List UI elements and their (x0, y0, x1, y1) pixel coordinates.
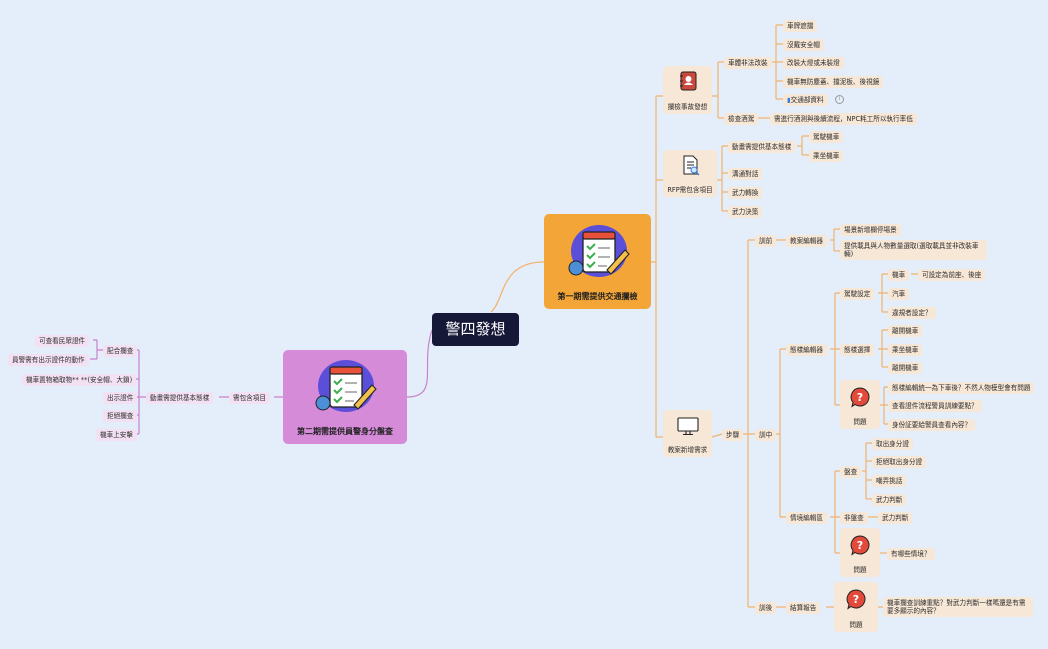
monitor-icon (663, 415, 712, 437)
scenario-editor-label[interactable]: 情境編輯區 (786, 512, 827, 525)
pre-label[interactable]: 訓前 (755, 235, 777, 248)
question-card[interactable]: ? 問題 (834, 582, 878, 632)
phase2-hub[interactable]: 第二期需提供員警身分盤查 (283, 350, 407, 444)
rfp-label: RFP需包含項目 (667, 185, 713, 194)
phase2-item[interactable]: 拒絕攔查 (103, 410, 138, 423)
transport-data-label: 交通部資料 (790, 96, 824, 104)
question-item[interactable]: 有哪些情境？ (887, 548, 935, 561)
mid-label[interactable]: 訓中 (755, 429, 777, 442)
phase1-hub[interactable]: 第一期需提供交通攔檢 (544, 214, 651, 309)
illegal-mod-label[interactable]: 車體非法改裝 (724, 57, 772, 70)
rfp-card[interactable]: RFP需包含項目 (663, 150, 717, 197)
document-search-icon (663, 154, 717, 176)
question-card[interactable]: ? 問題 (840, 528, 880, 577)
noinspect-label[interactable]: 非盤查 (840, 512, 868, 525)
phase2-title: 第二期需提供員警身分盤查 (297, 427, 393, 436)
post-label[interactable]: 訓後 (755, 602, 777, 615)
accident-item[interactable]: 改裝大燈或未裝燈 (783, 57, 844, 70)
rfp-item[interactable]: 武力決策 (728, 206, 763, 219)
info-icon[interactable]: i (832, 95, 844, 104)
rfp-dyn-item[interactable]: 駕駛機車 (809, 131, 844, 144)
accident-card[interactable]: 攔檢事故發想 (663, 66, 712, 114)
question-bubble-icon: ? (834, 588, 878, 610)
inspect-item[interactable]: 拒絕取出身分證 (872, 456, 927, 469)
phase2-item[interactable]: 出示證件 (103, 392, 138, 405)
post-question-text[interactable]: 機車攔查訓練重點？對武力判斷一樣嗎還是有需要多顯示的內容？ (883, 597, 1033, 618)
inspect-item[interactable]: 武力判斷 (872, 494, 907, 507)
car-label[interactable]: 汽車 (888, 288, 910, 301)
svg-text:?: ? (857, 391, 863, 404)
address-book-icon (663, 70, 712, 92)
pre-item[interactable]: 提供載具與人物數量選取(選取載具並非改裝車輛) (840, 240, 987, 261)
settlement-report-label[interactable]: 結算報告 (786, 602, 821, 615)
phase1-title: 第一期需提供交通攔檢 (557, 292, 638, 301)
drunk-check-note[interactable]: 需進行酒測與後續流程，NPC耗工所以執行率低 (770, 113, 917, 126)
steps-label[interactable]: 步驟 (722, 429, 744, 442)
transport-data-node[interactable]: ▮交通部資料 (783, 94, 828, 107)
root-node[interactable]: 警四發想 (432, 313, 519, 346)
coop-label[interactable]: 配合攔查 (103, 345, 138, 358)
question-card[interactable]: ? 問題 (840, 380, 880, 429)
accident-item[interactable]: 車牌遮擋 (783, 20, 818, 33)
coop-item[interactable]: 員警需有出示證件的動作 (8, 354, 89, 367)
driving-setting-label[interactable]: 駕駛設定 (840, 288, 875, 301)
question-label: 問題 (853, 565, 867, 574)
question-item[interactable]: 態樣編輯統一為下車後？不然人物模型會有問題 (888, 382, 1035, 395)
teaching-label: 教案新增需求 (667, 445, 708, 454)
question-bubble-icon: ? (840, 534, 880, 556)
phase2-dyn-label[interactable]: 動畫需提供基本態樣 (146, 392, 214, 405)
phase2-item[interactable]: 機車置物箱取物** **(安全帽、大鎖) (22, 374, 137, 387)
drunk-check-label[interactable]: 檢查酒駕 (724, 113, 759, 126)
moto-label[interactable]: 機車 (888, 269, 910, 282)
question-bubble-icon: ? (840, 386, 880, 408)
rfp-dyn-label[interactable]: 動畫需提供基本態樣 (728, 141, 796, 154)
inspect-item[interactable]: 嘲弄挑話 (872, 475, 907, 488)
inspect-item[interactable]: 取出身分證 (872, 438, 913, 451)
state-select-item[interactable]: 離開機車 (888, 325, 923, 338)
inspect-label[interactable]: 盤查 (840, 466, 862, 479)
state-editor-label[interactable]: 態樣編輯器 (786, 344, 827, 357)
coop-item[interactable]: 可查看民眾證件 (35, 335, 90, 348)
state-select-label[interactable]: 態樣選擇 (840, 344, 875, 357)
phase2-item[interactable]: 機車上安擊 (96, 429, 137, 442)
question-item[interactable]: 查看證件流程警員訓練要點？ (888, 400, 982, 413)
noinspect-item[interactable]: 武力判斷 (878, 512, 913, 525)
rfp-item[interactable]: 溝通對話 (728, 168, 763, 181)
svg-text:?: ? (857, 539, 863, 552)
checklist-pencil-icon (544, 220, 651, 287)
rfp-item[interactable]: 武力轉換 (728, 187, 763, 200)
accident-item[interactable]: 沒戴安全帽 (783, 39, 824, 52)
question-label: 問題 (849, 620, 863, 629)
rfp-dyn-item[interactable]: 乘坐機車 (809, 150, 844, 163)
svg-text:?: ? (853, 593, 859, 606)
question-item[interactable]: 身份証要給警員查看內容？ (888, 419, 976, 432)
teaching-card[interactable]: 教案新增需求 (663, 410, 712, 457)
question-label: 問題 (853, 417, 867, 426)
walker-label[interactable]: 違規者設定？ (888, 307, 936, 320)
bar-chart-icon: ▮ (787, 96, 791, 104)
accident-label: 攔檢事故發想 (667, 102, 708, 111)
moto-note[interactable]: 可設定為前座、後座 (918, 269, 986, 282)
state-select-item[interactable]: 離開機車 (888, 362, 923, 375)
checklist-pencil-icon (283, 355, 407, 422)
pre-item[interactable]: 場景新增欄停場景 (840, 224, 901, 237)
need-items-label[interactable]: 需包含項目 (229, 392, 270, 405)
accident-item[interactable]: 機車無防塵蓋、擋泥板、後視鏡 (783, 76, 884, 89)
state-select-item[interactable]: 乘坐機車 (888, 344, 923, 357)
teaching-editor-label[interactable]: 教案編輯器 (786, 235, 827, 248)
